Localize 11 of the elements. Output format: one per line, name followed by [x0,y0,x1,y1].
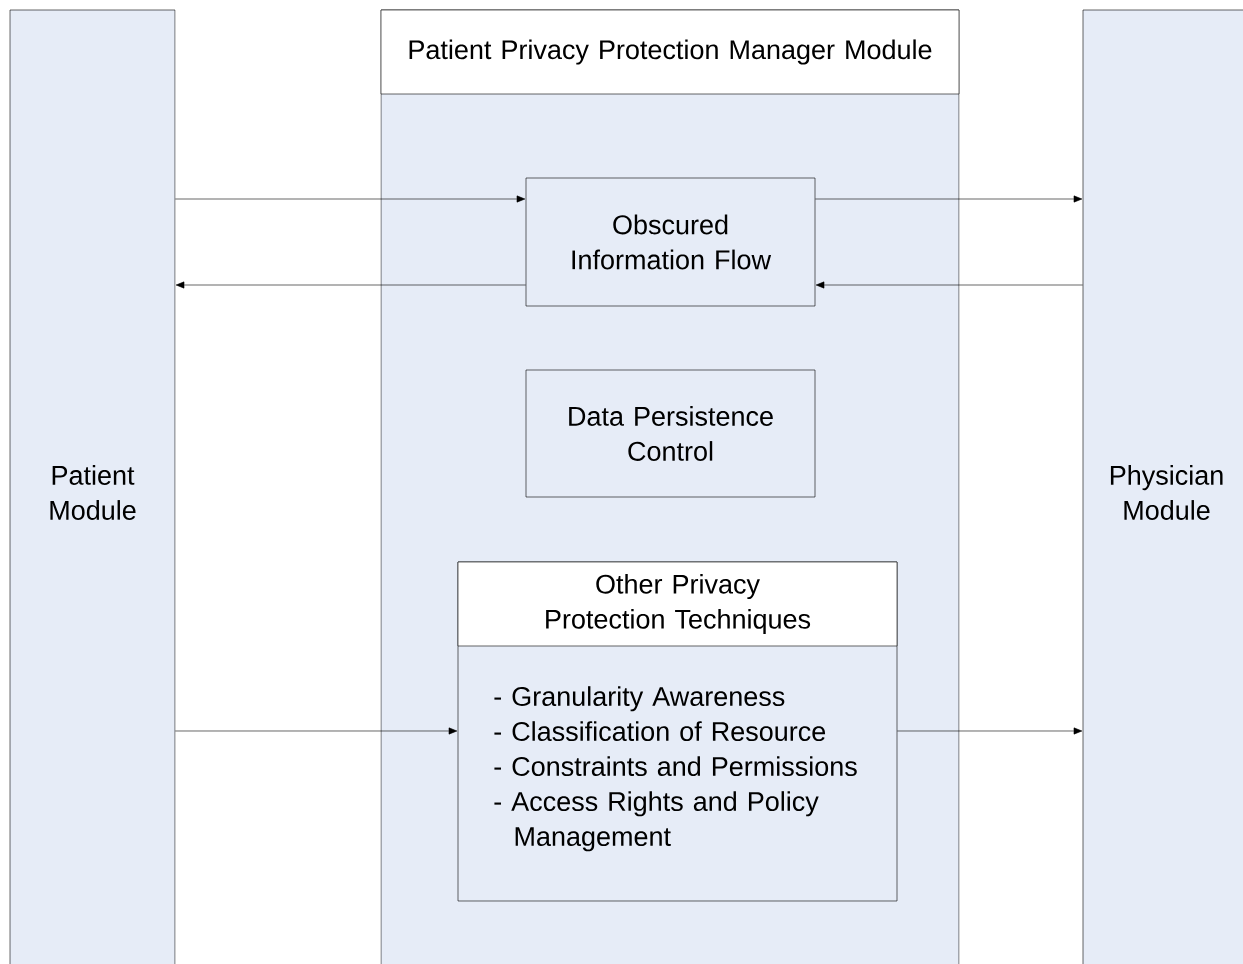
arrow [815,195,1083,203]
process-box: Data Persistence Control [525,369,816,498]
arrow [815,281,1083,289]
arrow [175,281,526,289]
module-panel: Patient Module [9,9,176,964]
arrow [175,195,526,203]
arrow [897,727,1083,735]
arrow [175,727,458,735]
module-panel: Physician Module [1082,9,1243,964]
process-box: Obscured Information Flow [525,177,816,307]
process-box: Other Privacy Protection Techniques - Granularity Awareness - Classification of Resource - Constraints and Permissions - Access Rights and Policy Management [457,561,898,902]
